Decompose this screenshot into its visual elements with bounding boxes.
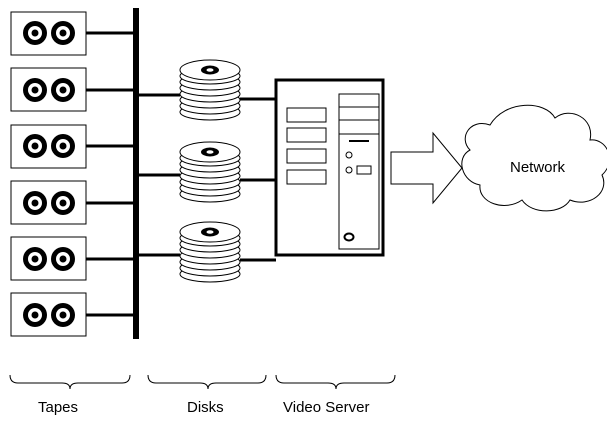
tape-drives-group xyxy=(10,11,133,337)
tape-drive xyxy=(10,236,133,281)
disks-label: Disks xyxy=(187,399,224,416)
brace-tapes xyxy=(9,374,131,390)
disk-stack xyxy=(179,141,241,203)
output-arrow xyxy=(390,131,463,205)
video-server-label: Video Server xyxy=(283,399,370,416)
category-braces xyxy=(9,374,396,390)
tape-drive xyxy=(10,124,133,169)
video-server xyxy=(274,78,385,257)
brace-video-server xyxy=(275,374,396,390)
bus-disk-connectors xyxy=(139,93,180,257)
brace-disks xyxy=(147,374,267,390)
disk-server-connectors xyxy=(240,97,276,262)
tape-drive xyxy=(10,292,133,337)
tape-drive xyxy=(10,67,133,112)
storage-bus xyxy=(133,8,139,339)
network-label: Network xyxy=(510,159,566,176)
network-cloud xyxy=(461,104,607,212)
tape-drive xyxy=(10,180,133,225)
disk-stack xyxy=(179,59,241,121)
tapes-label: Tapes xyxy=(38,399,79,416)
disk-stack xyxy=(179,221,241,283)
tape-drive xyxy=(10,11,133,56)
